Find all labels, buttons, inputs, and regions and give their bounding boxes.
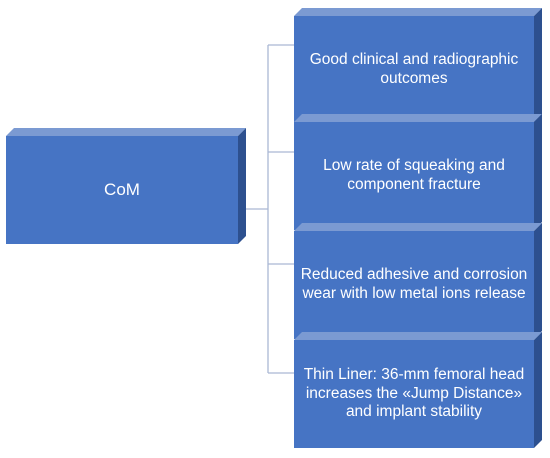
block-top-bevel (294, 8, 542, 16)
block-side-bevel (534, 114, 542, 230)
child-node-label: Low rate of squeaking and component frac… (294, 122, 534, 230)
child-node-label: Good clinical and radiographic outcomes (294, 16, 534, 124)
block-side-bevel (238, 128, 246, 244)
child-node-label: Thin Liner: 36-mm femoral head increases… (294, 340, 534, 448)
block-top-bevel (294, 114, 542, 122)
block-side-bevel (534, 223, 542, 339)
block-top-bevel (6, 128, 246, 136)
block-top-bevel (294, 223, 542, 231)
child-node-squeaking: Low rate of squeaking and component frac… (294, 122, 534, 230)
block-top-bevel (294, 332, 542, 340)
child-node-outcomes: Good clinical and radiographic outcomes (294, 16, 534, 124)
root-node-com: CoM (6, 136, 238, 244)
root-node-label: CoM (6, 136, 238, 244)
child-node-wear: Reduced adhesive and corrosion wear with… (294, 231, 534, 339)
block-side-bevel (534, 8, 542, 124)
child-node-label: Reduced adhesive and corrosion wear with… (294, 231, 534, 339)
child-node-thin-liner: Thin Liner: 36-mm femoral head increases… (294, 340, 534, 448)
block-side-bevel (534, 332, 542, 448)
